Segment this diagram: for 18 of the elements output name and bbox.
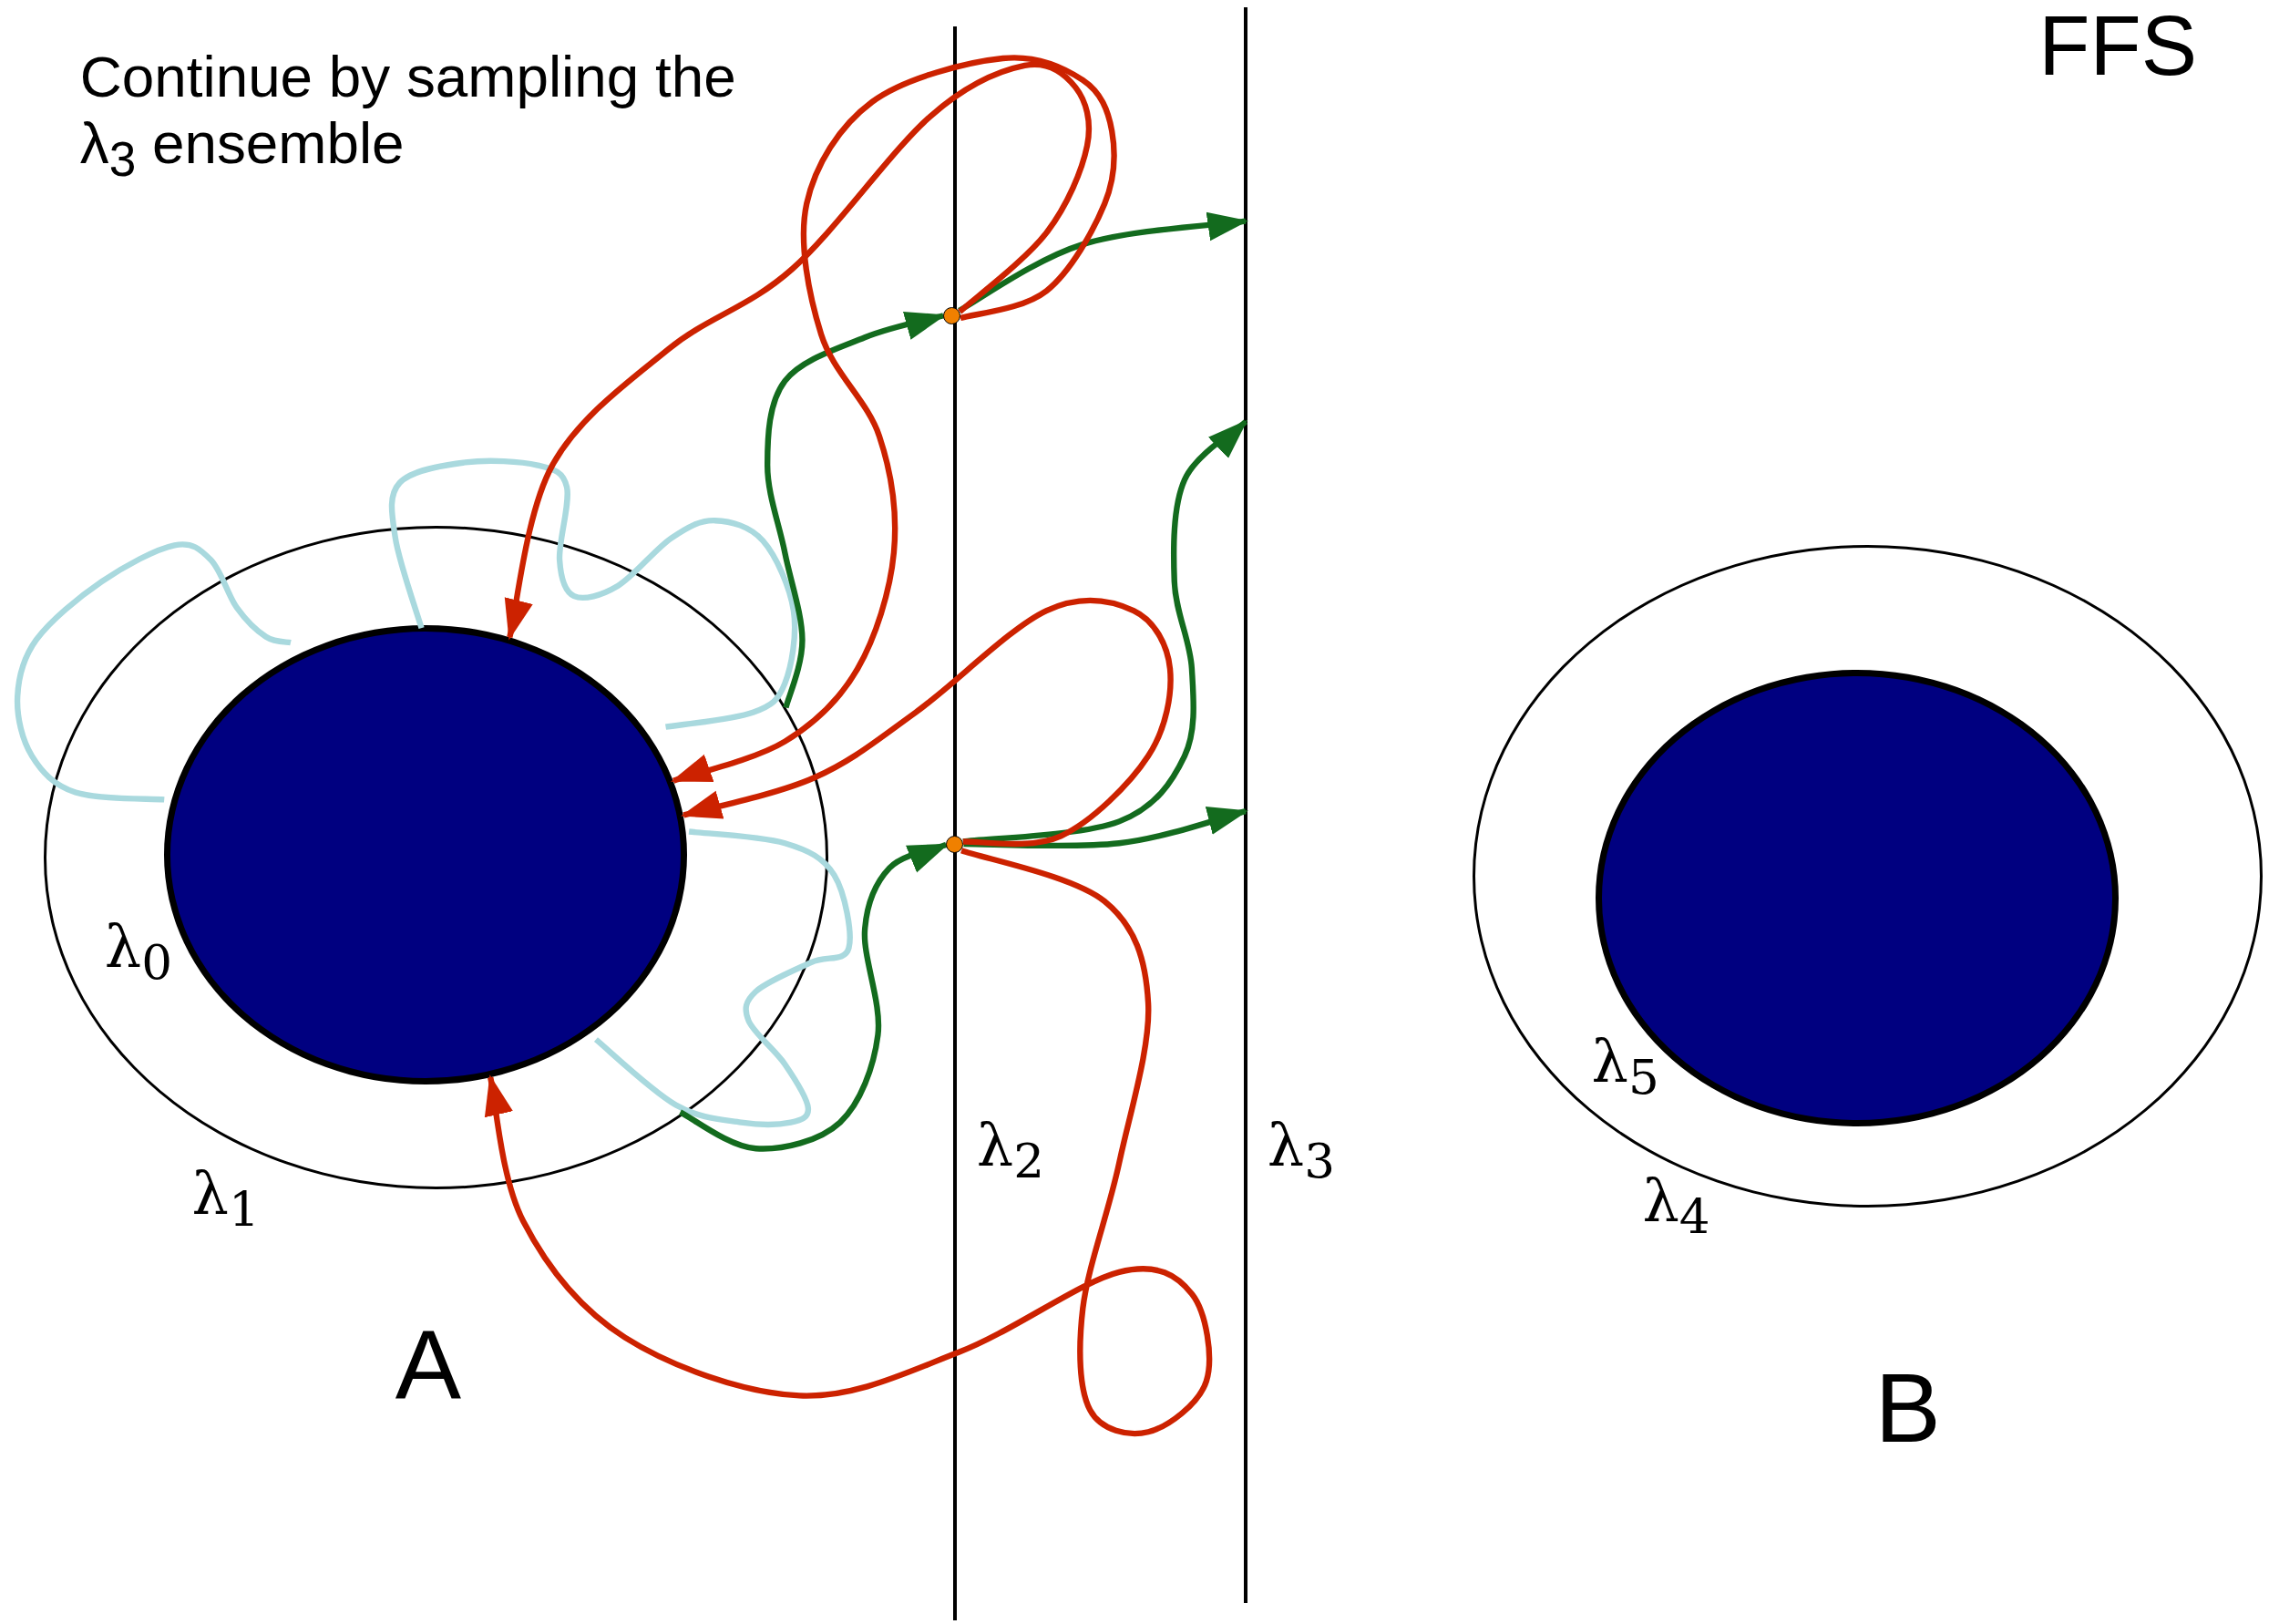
- diagram-label: λ$_{5}$: [1591, 1027, 1659, 1105]
- trajectory-arrow: [671, 55, 1117, 784]
- trajectory-arrow: [681, 597, 1174, 848]
- trajectory-arrow: [483, 848, 1213, 1437]
- interface-label: λ$_{4}$: [1642, 1167, 1710, 1245]
- trajectory-arrow: [958, 211, 1249, 313]
- diagram-label: A: [395, 1308, 462, 1422]
- trajectory-arrow: [963, 807, 1248, 849]
- title: FFS: [2038, 0, 2197, 93]
- interface-label: λ$_{0}$: [104, 912, 173, 991]
- crossing-point: [946, 836, 964, 854]
- diagram-label: Continue by sampling the λ$_{3}$ ensemble: [79, 43, 737, 188]
- trajectory-arrow: [503, 61, 1092, 641]
- interface-label: λ$_{3}$: [1267, 1112, 1336, 1190]
- interface-label: λ$_{2}$: [976, 1112, 1045, 1190]
- crossing-point: [943, 306, 961, 324]
- diagram-label: B: [1874, 1352, 1941, 1465]
- interface-label: λ$_{1}$: [191, 1159, 260, 1238]
